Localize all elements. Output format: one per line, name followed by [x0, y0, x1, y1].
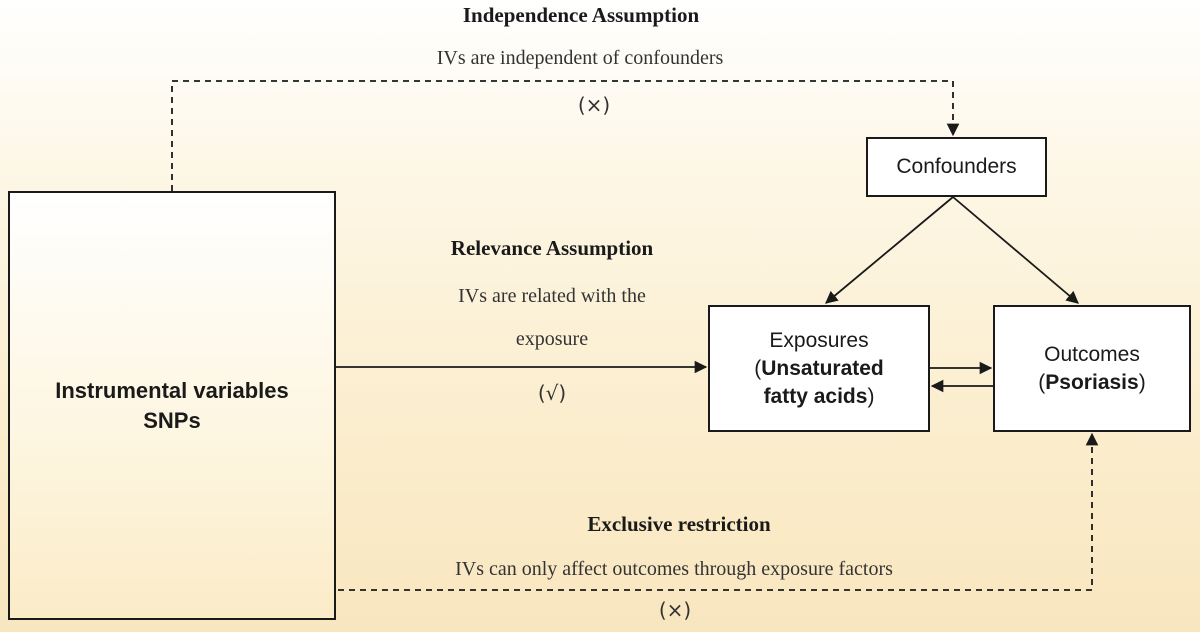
relevance-description-line2: exposure: [515, 328, 589, 350]
exposures-detail-line2: fatty acids): [763, 384, 875, 408]
confounders-box: Confounders: [866, 137, 1047, 197]
outcomes-detail: (Psoriasis): [1038, 370, 1146, 394]
iv-label-line1: Instrumental variables: [55, 377, 289, 403]
relevance-mark: (√): [537, 381, 567, 405]
exposures-detail-bold2: fatty acids: [763, 384, 868, 408]
relevance-description-line1: IVs are related with the: [458, 285, 646, 307]
confounders-label: Confounders: [896, 155, 1017, 178]
iv-label-line2: SNPs: [143, 407, 201, 433]
exposures-label: Exposures: [769, 328, 869, 352]
instrumental-variables-box: Instrumental variables SNPs: [8, 191, 336, 620]
outcomes-detail-bold: Psoriasis: [1045, 370, 1139, 394]
exclusive-mark: (×): [658, 598, 692, 622]
independence-description: IVs are independent of confounders: [436, 47, 724, 69]
exclusive-heading: Exclusive restriction: [587, 512, 771, 536]
confounders-to-outcomes-arrow: [952, 196, 1079, 304]
independence-heading: Independence Assumption: [462, 3, 700, 27]
confounders-to-exposures-arrow: [825, 196, 954, 304]
independence-dashed-arrow: [171, 80, 960, 191]
independence-mark: (×): [577, 93, 611, 117]
relevance-heading: Relevance Assumption: [450, 236, 654, 260]
outcomes-label: Outcomes: [1044, 342, 1140, 366]
exposures-detail-line1: (Unsaturated: [754, 356, 884, 380]
exclusive-description: IVs can only affect outcomes through exp…: [455, 558, 893, 580]
exposures-detail-bold1: Unsaturated: [761, 356, 884, 380]
outcomes-box: Outcomes (Psoriasis): [993, 305, 1191, 432]
exposures-box: Exposures (Unsaturated fatty acids): [708, 305, 930, 432]
